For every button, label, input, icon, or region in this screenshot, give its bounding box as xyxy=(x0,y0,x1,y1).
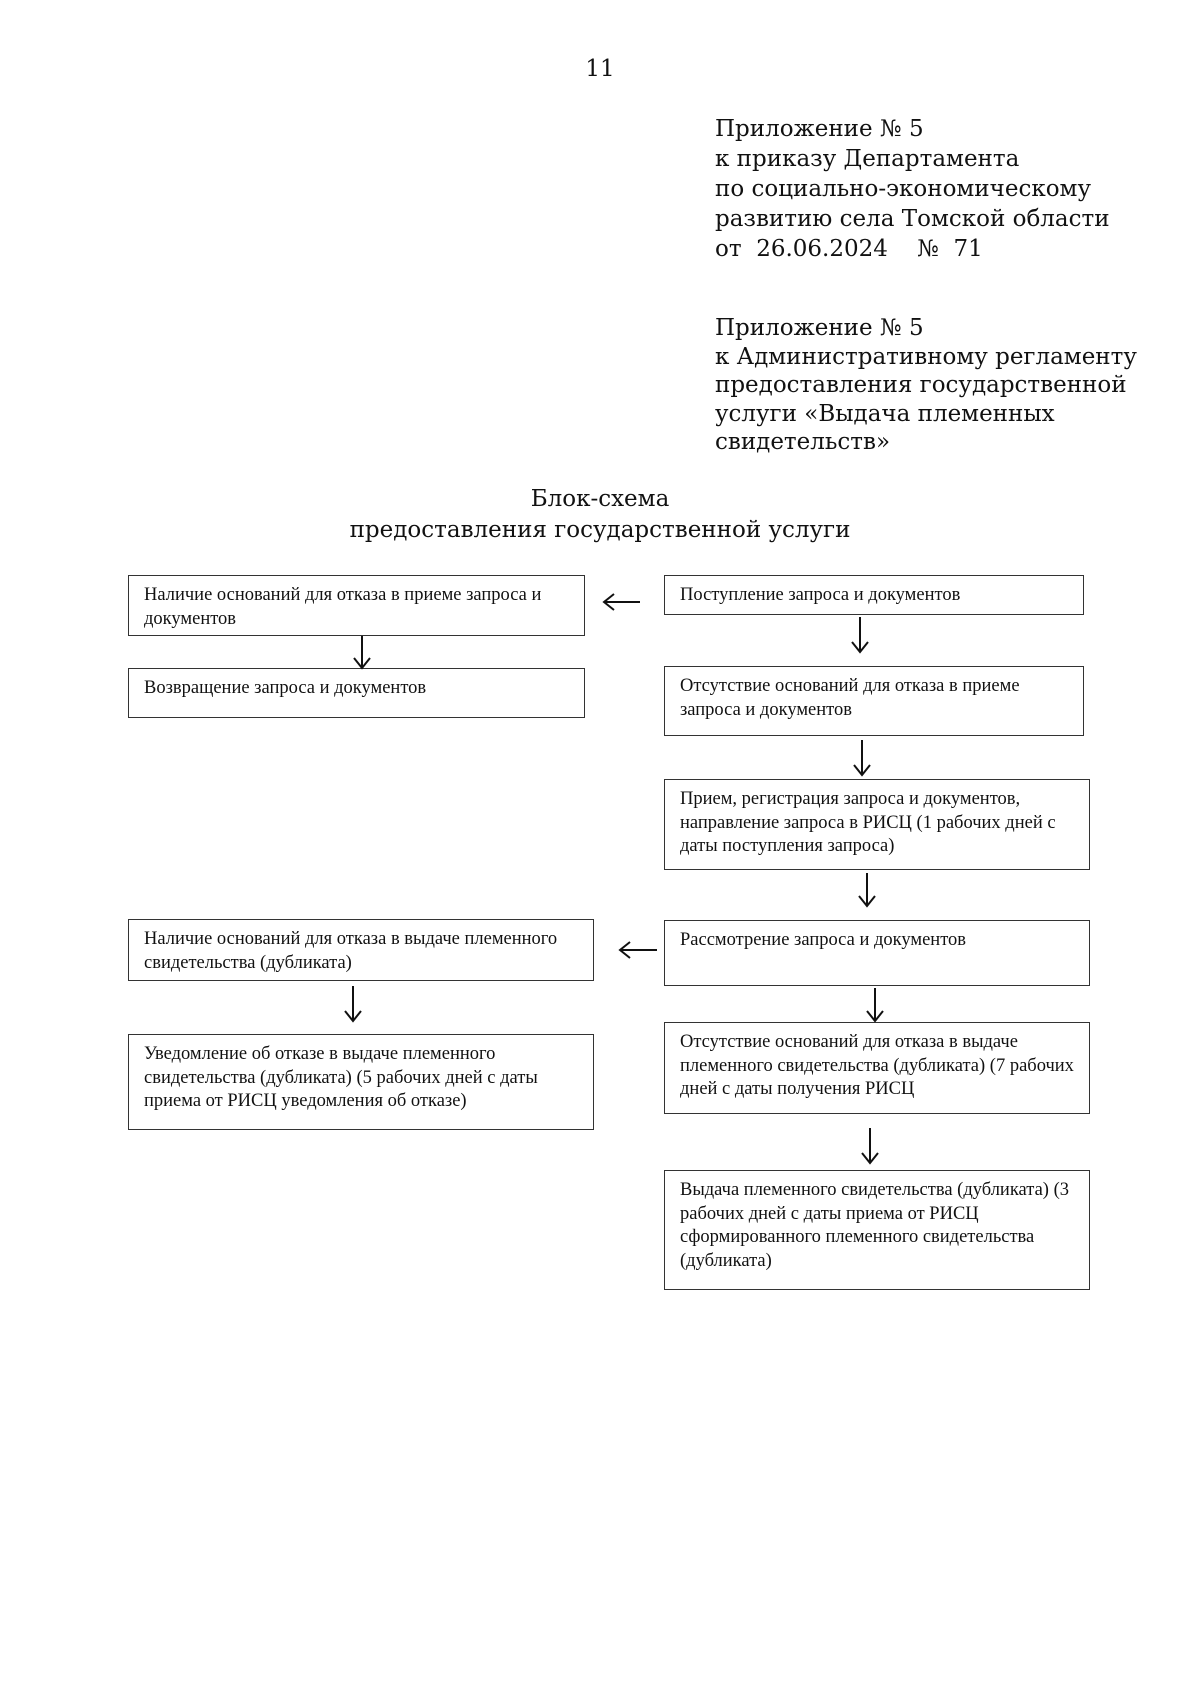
appendix-regulation-line: Приложение № 5 xyxy=(715,315,924,341)
box-no-refusal-issue: Отсутствие оснований для отказа в выдаче… xyxy=(664,1022,1090,1114)
box-review: Рассмотрение запроса и документов xyxy=(664,920,1090,986)
box-text: Рассмотрение запроса и документов xyxy=(680,930,967,950)
appendix-order-line: Приложение № 5 xyxy=(715,116,924,142)
box-text: Уведомление об отказе в выдаче племенног… xyxy=(144,1044,538,1111)
box-registration: Прием, регистрация запроса и документов,… xyxy=(664,779,1090,870)
box-issuance: Выдача племенного свидетельства (дублика… xyxy=(664,1170,1090,1290)
appendix-order-line: развитию села Томской области xyxy=(715,206,1110,232)
box-no-refusal-intake: Отсутствие оснований для отказа в приеме… xyxy=(664,666,1084,736)
appendix-regulation-line: свидетельств» xyxy=(715,429,891,455)
box-receipt: Поступление запроса и документов xyxy=(664,575,1084,615)
arrow-down-receipt-to-no-refusal xyxy=(851,617,869,654)
arrow-down-registration-to-review xyxy=(858,873,876,908)
appendix-regulation-line: услуги «Выдача племенных xyxy=(715,400,1055,427)
arrow-left-receipt-to-refusal xyxy=(602,593,640,611)
box-refusal-grounds-intake: Наличие оснований для отказа в приеме за… xyxy=(128,575,585,636)
appendix-order-block: Приложение № 5 к приказу Департамента по… xyxy=(715,114,1110,264)
box-text: Наличие оснований для отказа в приеме за… xyxy=(144,585,542,629)
box-text: Наличие оснований для отказа в выдаче пл… xyxy=(144,929,558,973)
appendix-order-line: от 26.06.2024 № 71 xyxy=(715,236,983,262)
box-refusal-notice: Уведомление об отказе в выдаче племенног… xyxy=(128,1034,594,1130)
box-refusal-grounds-issue: Наличие оснований для отказа в выдаче пл… xyxy=(128,919,594,981)
box-return-docs: Возвращение запроса и документов xyxy=(128,668,585,718)
arrow-down-no-refusal-to-registration xyxy=(853,740,871,777)
box-text: Отсутствие оснований для отказа в выдаче… xyxy=(680,1032,1074,1099)
page-number: 11 xyxy=(585,56,615,82)
appendix-regulation-line: к Административному регламенту xyxy=(715,343,1137,370)
appendix-order-line: по социально-экономическому xyxy=(715,176,1091,202)
flowchart-subtitle: предоставления государственной услуги xyxy=(349,517,851,543)
appendix-regulation-block: Приложение № 5 к Административному регла… xyxy=(715,314,1137,457)
box-text: Отсутствие оснований для отказа в приеме… xyxy=(680,676,1020,720)
box-text: Поступление запроса и документов xyxy=(680,585,961,605)
appendix-order-line: к приказу Департамента xyxy=(715,146,1020,172)
box-text: Возвращение запроса и документов xyxy=(144,678,427,698)
arrow-down-no-refusal-issue-to-issuance xyxy=(861,1128,879,1165)
arrow-down-refusal-issue-to-notice xyxy=(344,986,362,1023)
box-text: Прием, регистрация запроса и документов,… xyxy=(680,789,1056,856)
arrow-down-refusal-to-return xyxy=(353,636,371,670)
appendix-regulation-line: предоставления государственной xyxy=(715,372,1127,398)
arrow-down-review-to-no-refusal-issue xyxy=(866,988,884,1023)
arrow-left-review-to-refusal-issue xyxy=(618,941,657,959)
box-text: Выдача племенного свидетельства (дублика… xyxy=(680,1180,1069,1271)
flowchart-title: Блок-схема xyxy=(530,486,670,512)
